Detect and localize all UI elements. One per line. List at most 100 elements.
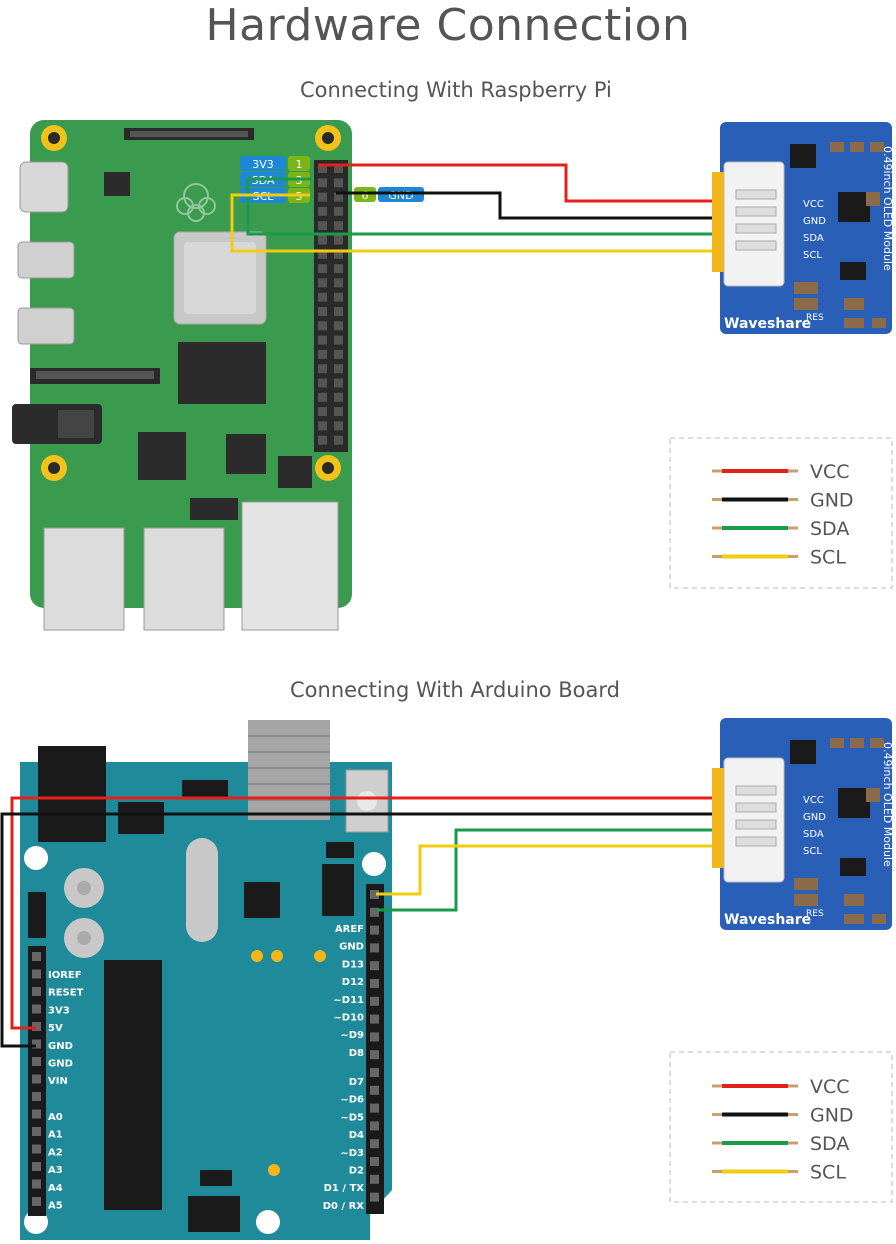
arduino-board [20, 720, 392, 1240]
gpio-pin [318, 249, 327, 259]
legend-label: VCC [810, 461, 850, 483]
gpio-pin [334, 307, 343, 316]
legend-label: GND [810, 490, 854, 512]
legend-label: GND [810, 1105, 854, 1127]
header-pin-label: ~D5 [340, 1112, 364, 1123]
header-pin-label: D12 [342, 977, 364, 988]
gpio-pin [334, 435, 343, 445]
gpio-pin [318, 264, 327, 274]
gpio-pin [334, 392, 343, 402]
header-pin-label: D0 / RX [323, 1201, 365, 1212]
vcc-wire [318, 163, 722, 203]
gpio-pin [318, 435, 327, 445]
legend-label: SDA [810, 518, 849, 540]
oled-pin-label: VCC [803, 795, 824, 806]
oled-pin-label: SCL [803, 250, 822, 261]
oled-pin-label: GND [803, 216, 826, 227]
rpi-section-title: Connecting With Raspberry Pi [300, 78, 612, 102]
scl-wire [376, 844, 722, 896]
gpio-pin [318, 278, 327, 288]
mounting-hole [315, 125, 341, 151]
gpio-header [318, 164, 343, 445]
arduino-wires [0, 796, 722, 1048]
legend-label: SCL [810, 1162, 846, 1184]
gpio-pin [334, 292, 343, 302]
header-pin-label: A4 [48, 1183, 63, 1194]
legend-top: VCC GND SDA SCL [669, 437, 893, 589]
oled-res-label: RES [806, 909, 824, 919]
header-pin-label: ~D10 [333, 1013, 364, 1024]
sda-wire [376, 828, 722, 912]
gpio-pin [334, 264, 343, 274]
gpio-pin [318, 349, 327, 359]
gpio-pin [318, 221, 327, 231]
header-pin-label: A5 [48, 1201, 63, 1212]
mounting-hole [41, 455, 67, 481]
gnd-wire [0, 812, 722, 1048]
header-pin-label: A0 [48, 1112, 63, 1123]
gpio-pin [318, 335, 327, 345]
header-pin-label: D13 [342, 959, 364, 970]
mounting-hole [41, 125, 67, 151]
gpio-pin [334, 221, 343, 231]
gpio-pin [318, 192, 327, 202]
oled-pin-label: VCC [803, 199, 824, 210]
header-pin-label: A1 [48, 1130, 63, 1141]
oled-res-label: RES [806, 313, 824, 323]
gpio-pin [318, 307, 327, 316]
oled-pin-label: GND [803, 812, 826, 823]
header-pin-label: 3V3 [48, 1005, 70, 1016]
oled-model-text: 0.49inch OLED Module [881, 146, 894, 271]
connector-shell [712, 172, 726, 272]
header-pin-label: D2 [349, 1166, 364, 1177]
gpio-pin [334, 378, 343, 388]
gpio-pin [318, 292, 327, 302]
gpio-pin [334, 206, 343, 216]
gpio-pin [318, 206, 327, 216]
gpio-pin [334, 164, 343, 173]
gpio-pin [334, 249, 343, 259]
gpio-pin [334, 421, 343, 431]
header-pin-label: ~D9 [340, 1030, 364, 1041]
pin-name: 3V3 [252, 158, 274, 171]
header-pin-label: D1 / TX [324, 1183, 365, 1194]
header-pin-label: GND [48, 1041, 73, 1052]
rpi-pin-label-3v3: 3V3 1 [240, 156, 310, 171]
oled-brand-label: Waveshare [724, 316, 811, 332]
gpio-pin [334, 321, 343, 331]
header-pin-label: D8 [349, 1048, 364, 1059]
gpio-pin [318, 235, 327, 245]
header-pin-label: D7 [349, 1077, 364, 1088]
mounting-hole [315, 455, 341, 481]
raspberry-pi-board [12, 120, 352, 631]
gpio-pin [334, 364, 343, 374]
vcc-wire [10, 796, 722, 1030]
legend-label: SCL [810, 547, 846, 569]
header-pin-label: RESET [48, 988, 84, 999]
header-pin-label: A2 [48, 1147, 63, 1158]
gnd-wire [336, 191, 722, 220]
header-pin-label: GND [339, 942, 364, 953]
pin-name: GND [388, 189, 413, 202]
gpio-pin [334, 178, 343, 188]
sda-wire [246, 177, 722, 236]
page-title: Hardware Connection [205, 0, 691, 51]
oled-brand-label: Waveshare [724, 912, 811, 928]
gpio-pin [318, 378, 327, 388]
header-pin-label: ~D6 [340, 1095, 364, 1106]
gpio-pin [318, 164, 327, 173]
header-pin-label: ~D3 [340, 1148, 364, 1159]
gpio-pin [334, 278, 343, 288]
gpio-pin [318, 407, 327, 417]
legend-label: SDA [810, 1133, 849, 1155]
header-pin-label: AREF [335, 924, 364, 935]
gpio-pin [318, 364, 327, 374]
arduino-section-title: Connecting With Arduino Board [290, 678, 620, 702]
connector-shell [712, 768, 726, 868]
